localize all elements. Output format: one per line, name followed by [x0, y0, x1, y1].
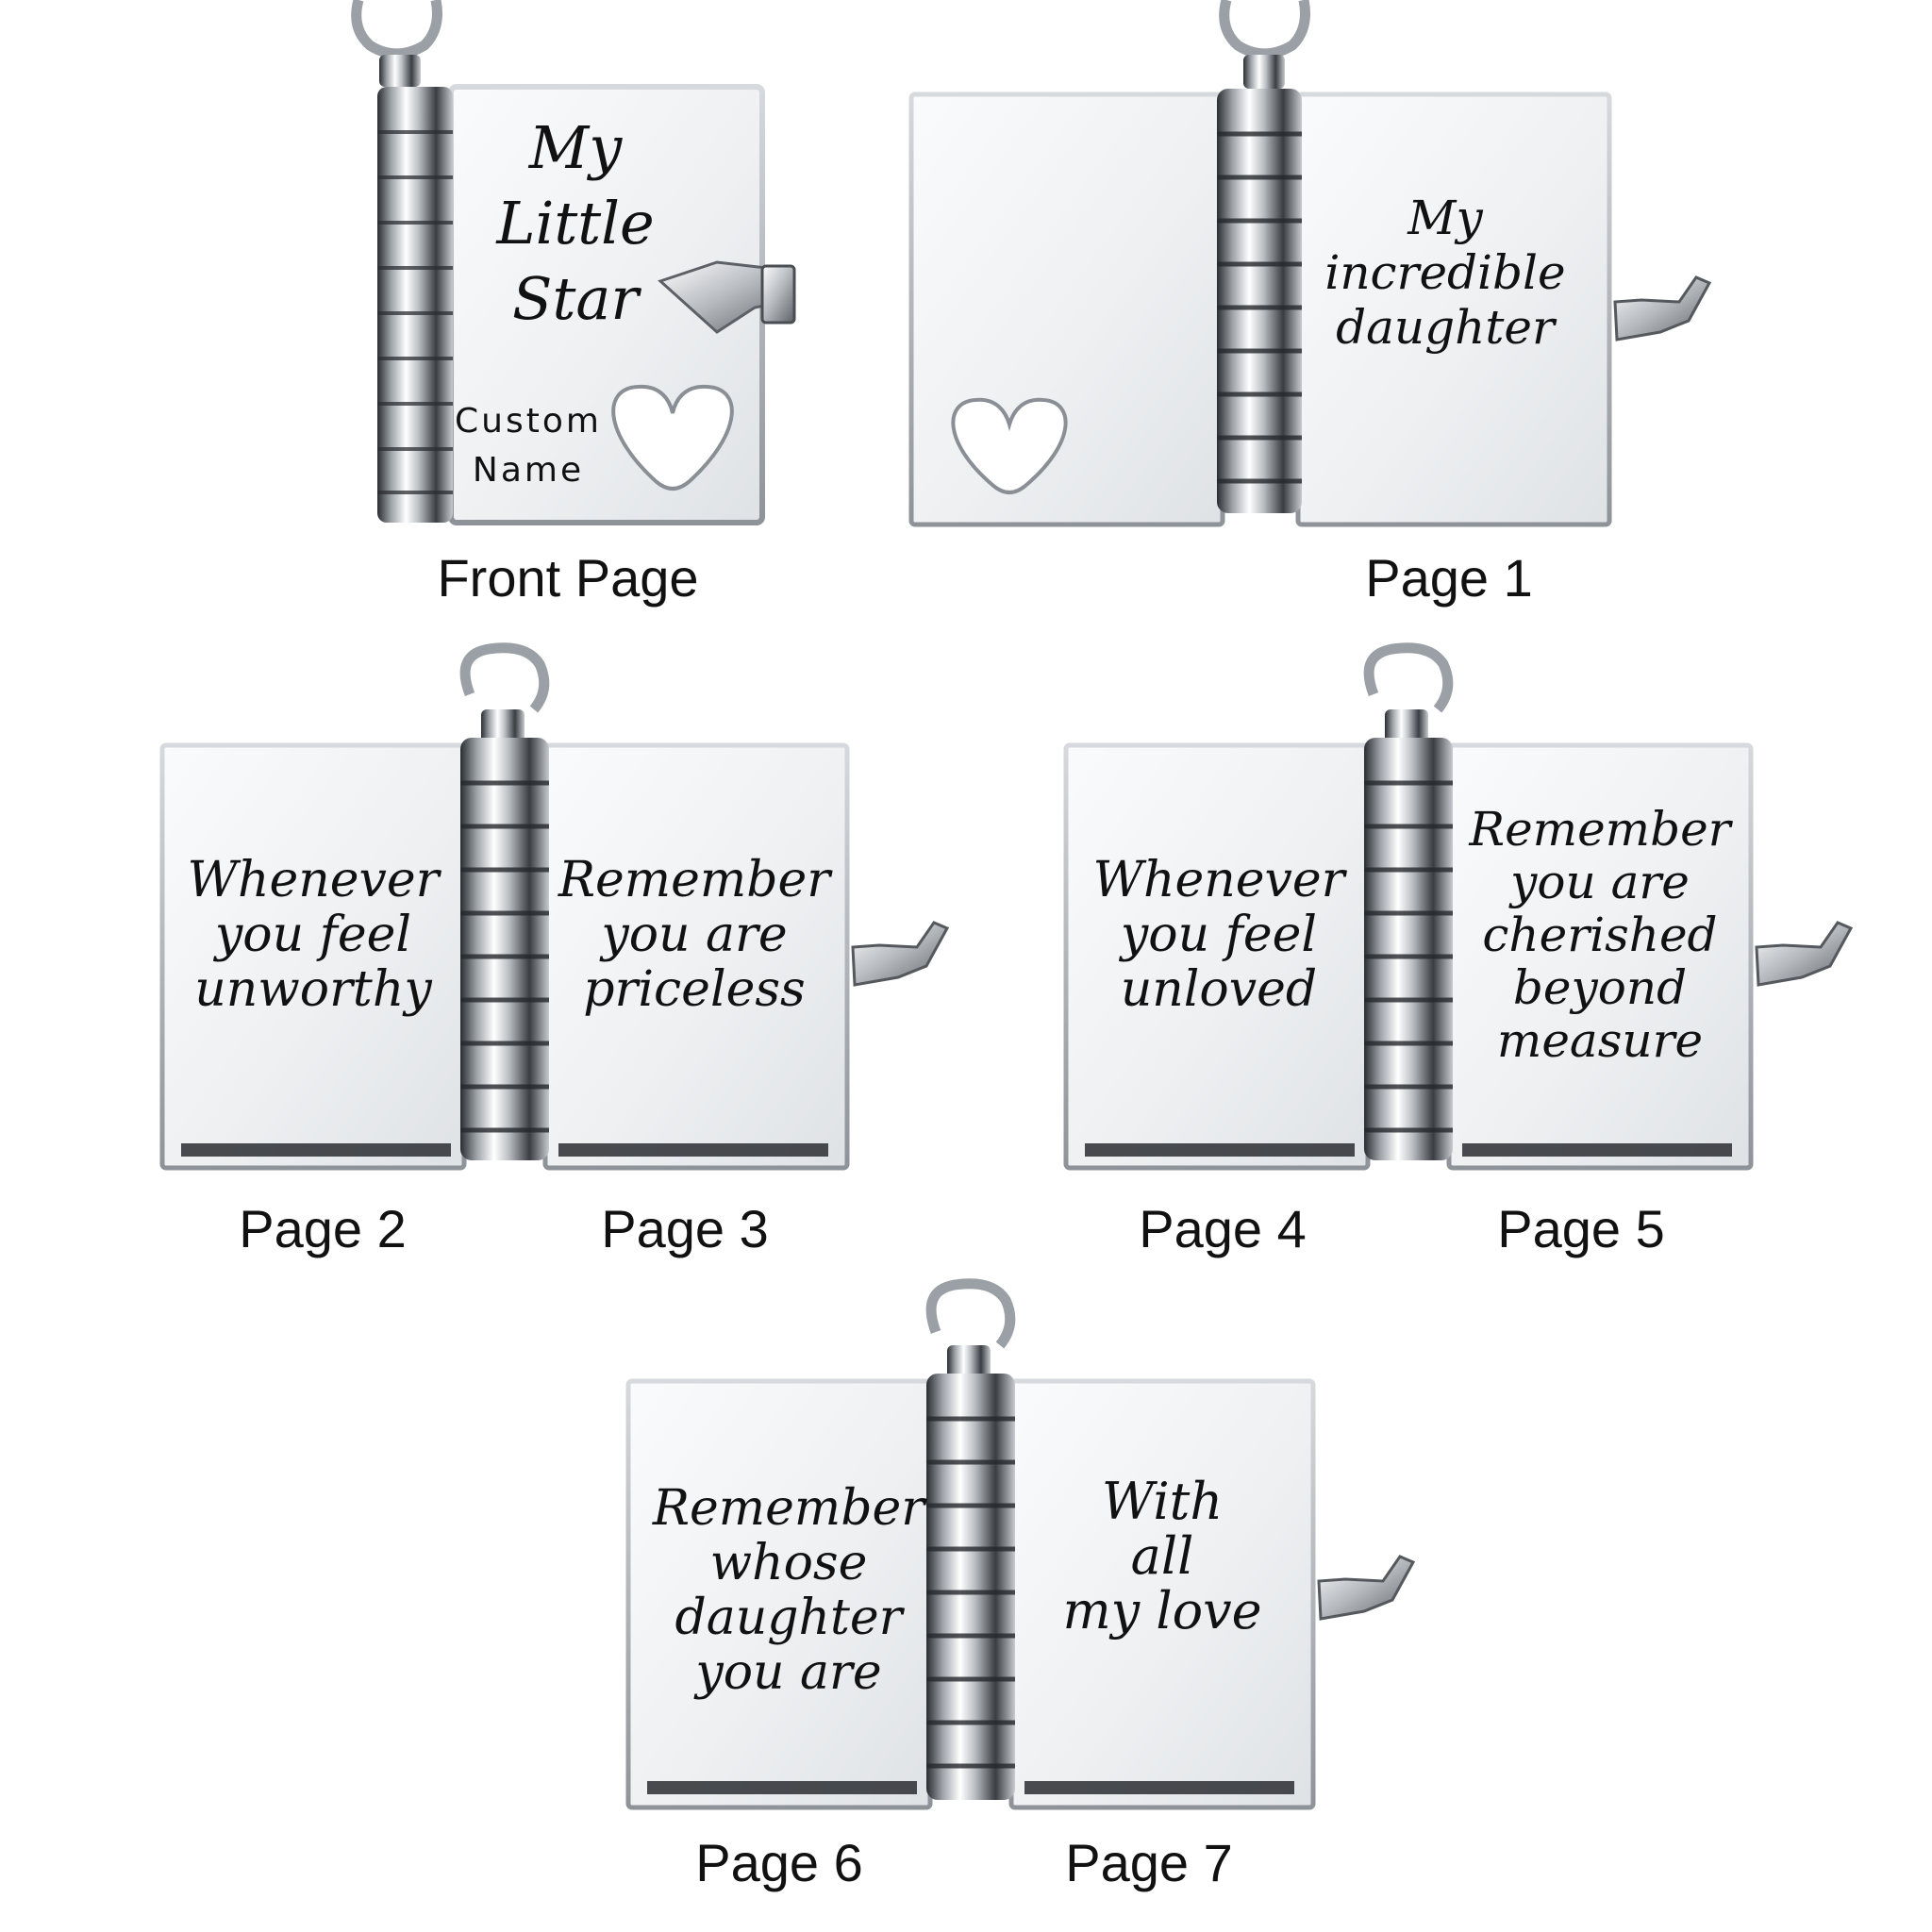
hinge-spine-icon [926, 1374, 1015, 1800]
page-6-line-1: Remember [652, 1480, 927, 1537]
page-7-line-2: all [1131, 1526, 1194, 1586]
page-4-line-1: Whenever [1093, 852, 1348, 908]
page-7-caption: Page 7 [1065, 1833, 1233, 1892]
page-5-line-1: Remember [1468, 802, 1733, 857]
page-6-line-3: daughter [675, 1590, 905, 1646]
page-5-line-5: measure [1497, 1013, 1703, 1068]
bail-ring-icon [1219, 0, 1310, 89]
page-5-line-4: beyond [1513, 960, 1687, 1015]
heart-cutout-icon [951, 397, 1068, 494]
page-5-line-2: you are [1508, 855, 1690, 909]
page-2-line-3: unworthy [194, 961, 432, 1018]
hinge-spine-icon [377, 87, 453, 523]
pages-4-5-panel: Whenever you feel unloved Remember you a… [1063, 642, 1854, 1258]
clasp-icon [851, 921, 950, 987]
bail-ring-icon [351, 0, 442, 87]
pages-2-3-panel: Whenever you feel unworthy Remember you … [159, 642, 950, 1258]
hinge-spine-icon [1217, 89, 1302, 513]
hinge-spine-icon [460, 738, 549, 1160]
front-title-line-1: My [528, 113, 623, 182]
page-3-caption: Page 3 [601, 1199, 769, 1258]
page-3-line-1: Remember [558, 852, 833, 908]
front-title-line-2: Little [495, 189, 654, 258]
front-title-line-3: Star [512, 264, 641, 333]
page-6-caption: Page 6 [695, 1833, 863, 1892]
page-2-edge [181, 1143, 451, 1157]
clasp-icon [1613, 275, 1712, 341]
page-6-edge [647, 1781, 917, 1794]
page-6-line-4: you are [693, 1644, 881, 1701]
page-1-line-3: daughter [1336, 300, 1557, 355]
page-4-line-2: you feel [1119, 907, 1317, 963]
page-3-line-3: priceless [583, 961, 805, 1018]
page-7-line-3: my love [1062, 1581, 1261, 1641]
page-7-line-1: With [1102, 1472, 1223, 1531]
page-4-edge [1085, 1143, 1355, 1157]
heart-cutout-icon [611, 384, 734, 491]
bail-ring-icon [459, 642, 550, 743]
page-5-caption: Page 5 [1497, 1199, 1665, 1258]
page-1-caption: Page 1 [1365, 548, 1533, 608]
page-2-caption: Page 2 [239, 1199, 407, 1258]
page-4-line-3: unloved [1121, 961, 1317, 1018]
front-name-line-2: Name [473, 451, 584, 490]
page-2-line-2: you feel [213, 907, 411, 963]
bail-ring-icon [925, 1278, 1016, 1379]
bail-ring-icon [1363, 642, 1454, 743]
front-page-panel: My Little Star Custom Name Front Page [351, 0, 796, 608]
front-page-caption: Front Page [437, 548, 698, 608]
clasp-icon [1317, 1555, 1416, 1621]
page-1-panel: My incredible daughter Page 1 [908, 0, 1712, 608]
page-7-edge [1024, 1781, 1294, 1794]
clasp-icon [1755, 921, 1854, 987]
pages-6-7-panel: Remember whose daughter you are With all… [625, 1278, 1416, 1892]
page-1-line-2: incredible [1324, 245, 1565, 300]
page-2-line-1: Whenever [188, 852, 442, 908]
page-5-line-3: cherished [1482, 908, 1717, 962]
page-1-line-1: My [1407, 191, 1483, 245]
page-5-edge [1462, 1143, 1732, 1157]
clasp-icon [658, 260, 796, 334]
hinge-spine-icon [1364, 738, 1453, 1160]
page-1-left-plate [908, 92, 1225, 527]
front-name-line-1: Custom [455, 402, 602, 441]
page-6-line-2: whose [710, 1535, 868, 1591]
page-3-line-2: you are [599, 907, 787, 963]
page-3-edge [558, 1143, 828, 1157]
page-4-caption: Page 4 [1139, 1199, 1307, 1258]
